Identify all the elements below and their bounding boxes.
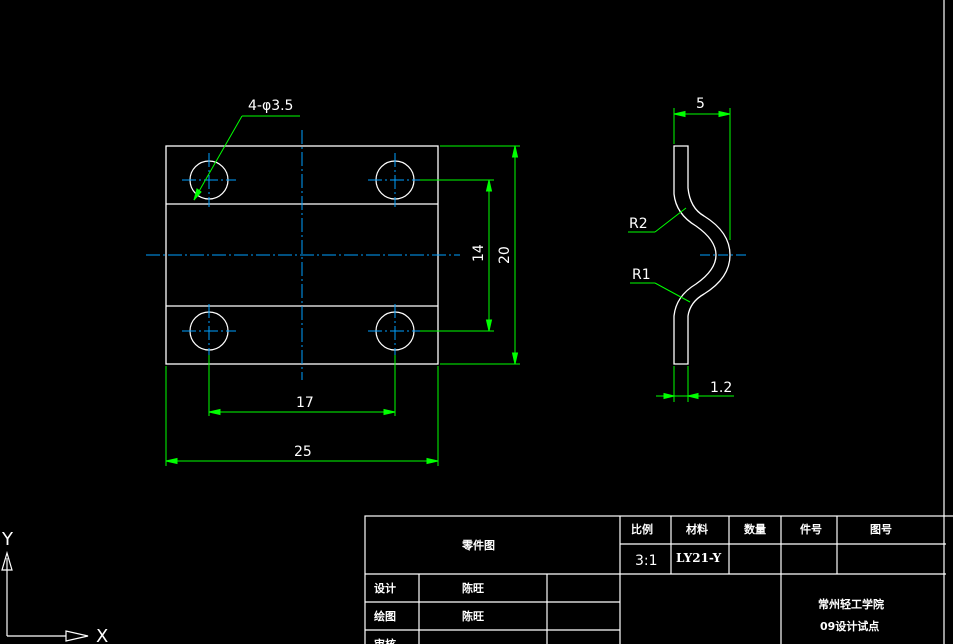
title-col-drawing-no: 图号 [870,523,892,536]
title-drafter: 陈旺 [462,609,484,623]
title-institution-line1: 常州轻工学院 [818,597,884,611]
ucs-x-label: X [96,626,108,644]
dim-text-1-2: 1.2 [710,380,732,396]
title-col-part-no: 件号 [800,522,822,536]
dim-text-25: 25 [294,444,312,460]
dim-14 [420,179,494,332]
dim-25 [165,366,439,466]
title-institution-line2: 09设计试点 [820,619,879,633]
front-view [146,115,520,466]
title-drawing-name: 零件图 [461,538,495,552]
title-designer: 陈旺 [462,581,484,595]
title-col-material: 材料 [686,522,708,536]
dim-text-14: 14 [471,244,487,262]
dim-20 [440,145,520,365]
leader-r2 [628,207,687,233]
title-row-draw: 绘图 [374,609,396,623]
bent-strip-outline [673,145,731,365]
dim-text-17: 17 [296,395,314,411]
title-block [364,515,953,644]
dim-1-2 [656,366,734,402]
hole-leader [193,115,300,201]
ucs-y-label: Y [1,529,14,550]
side-view [628,108,748,402]
dim-17 [208,355,396,416]
dim-text-r1: R1 [632,267,651,283]
title-col-quantity: 数量 [744,522,766,536]
ucs-icon [1,550,89,642]
title-scale-value: 3:1 [635,553,658,569]
title-col-scale: 比例 [631,522,653,536]
title-row-design: 设计 [374,581,396,595]
title-row-check: 审核 [374,637,396,644]
dim-text-20: 20 [497,246,513,264]
centerlines [146,130,460,380]
leader-r1 [630,282,691,303]
dim-text-5: 5 [696,96,705,112]
hole-callout-text: 4-φ3.5 [248,98,293,114]
title-material-value: LY21-Y [676,551,722,565]
dim-text-r2: R2 [629,216,648,232]
dim-5 [673,108,731,240]
